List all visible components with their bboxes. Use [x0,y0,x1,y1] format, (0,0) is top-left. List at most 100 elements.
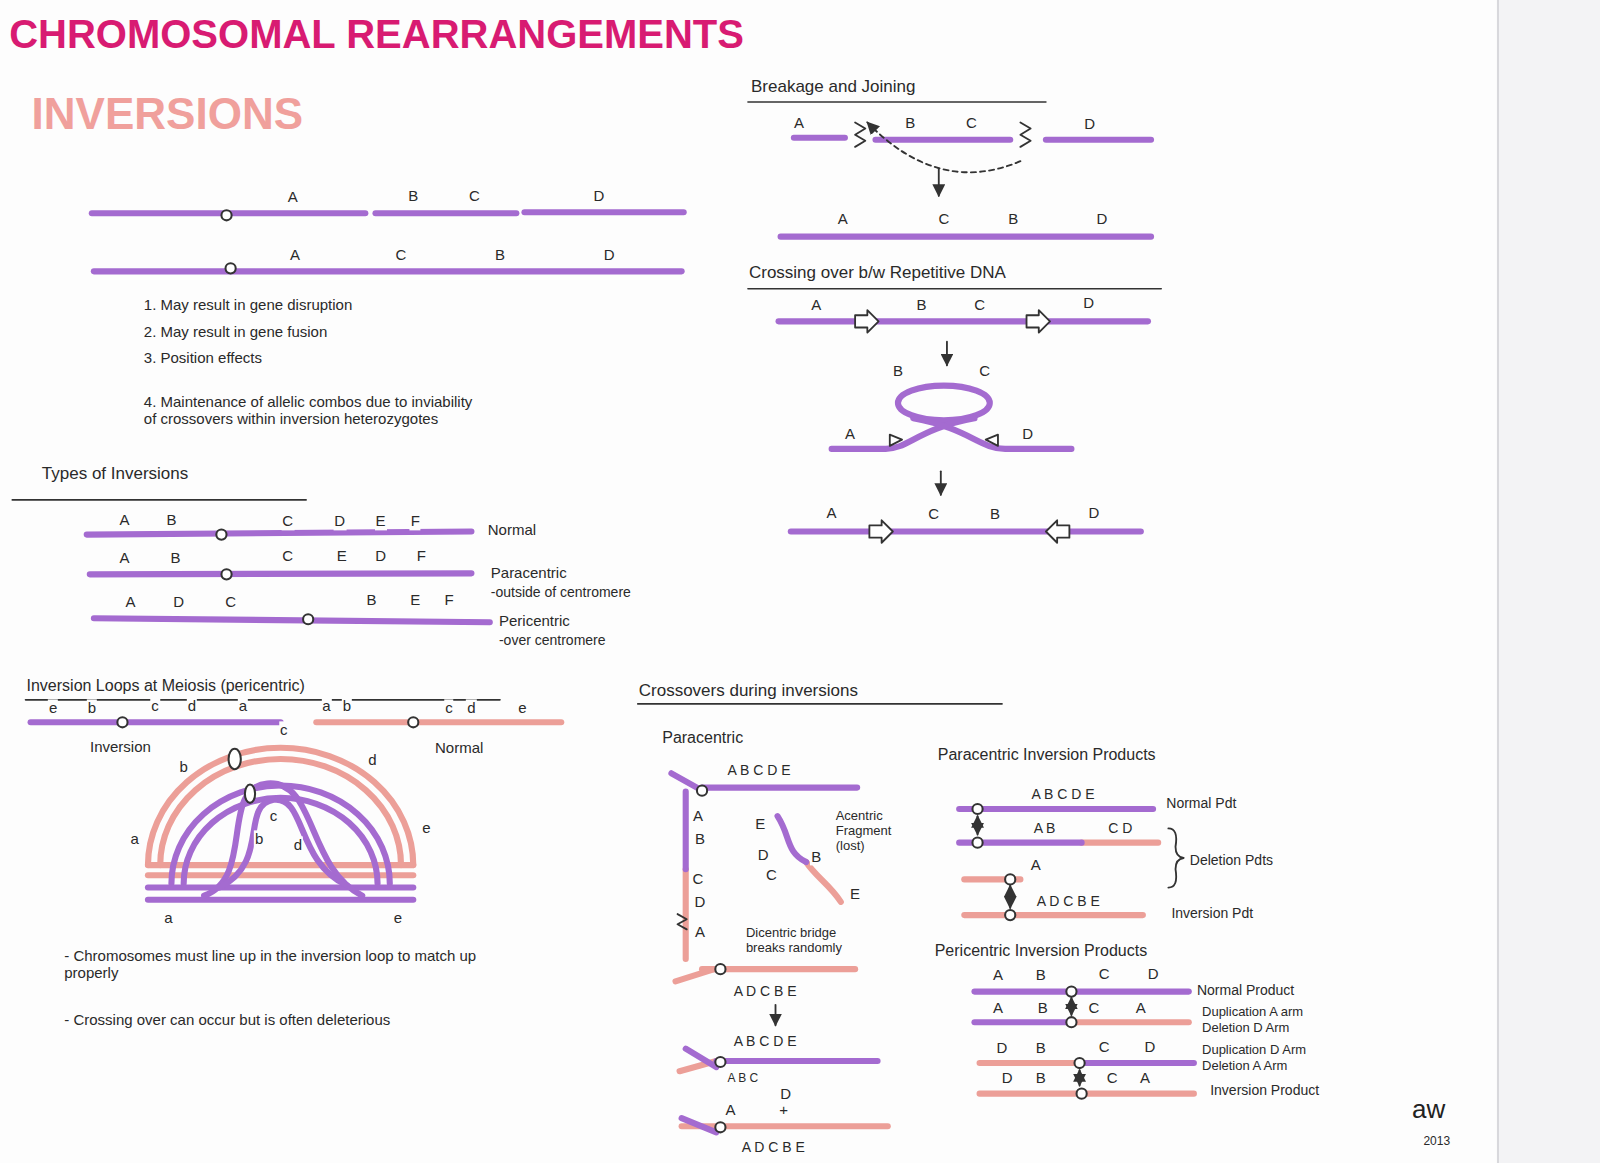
note-label: C [765,867,778,884]
note-label: B [1035,967,1047,984]
drawing-stroke [1005,874,1015,884]
note-label: B [1007,211,1019,228]
drawing-stroke [778,816,807,862]
note-label: A B C [727,1072,760,1086]
drawing-stroke [1027,310,1050,332]
drawing-stroke [938,168,940,196]
drawing-stroke [221,569,231,579]
note-label: C [224,593,237,610]
drawing-stroke [779,318,1148,324]
note-label: A [289,246,301,263]
drawing-stroke [1071,998,1073,1015]
note-label: A D C B E [1036,893,1101,909]
drawing-stroke [316,719,561,725]
note-label: Paracentric Inversion Products [937,746,1157,764]
note-label: + [778,1101,789,1118]
note-label: Duplication D Arm [1201,1042,1307,1057]
drawing-stroke [702,785,857,791]
drawing-stroke [1009,886,1011,908]
note-label: Acentric Fragment (lost) [835,809,908,854]
note-label: b [342,697,352,714]
drawing-stroke [697,786,707,796]
note-label: Pericentric Inversion Products [934,942,1149,960]
note-label: B [989,506,1001,523]
drawing-stroke [1046,520,1069,542]
drawing-stroke [716,1058,877,1064]
note-label: C [937,211,950,228]
note-label: Pericentric [498,613,571,630]
note-label: C [965,115,978,132]
note-label: -outside of centromere [490,584,632,600]
drawing-stroke [117,717,127,727]
note-label: Deletion D Arm [1201,1021,1290,1036]
note-label: D [333,513,346,530]
note-label: B [892,363,904,380]
note-label: Breakage and Joining [750,77,916,97]
drawing-stroke [940,471,942,494]
note-label: a [130,830,140,847]
drawing-stroke [748,101,1046,103]
note-label: A [810,296,822,313]
note-label: A D C B E [741,1139,806,1155]
drawing-stroke [867,122,1020,172]
page-margin [1498,0,1600,1163]
note-label: a [163,910,173,927]
drawing-stroke [986,435,998,446]
drawing-stroke [12,499,306,501]
note-label: INVERSIONS [31,89,304,140]
drawing-stroke [221,210,231,220]
note-label: b [179,759,189,776]
note-label: B [1035,1039,1047,1056]
note-label: e [421,820,431,837]
drawing-stroke [160,759,401,865]
note-label: - Crossing over can occur but is often d… [63,1012,514,1029]
note-label: e [517,699,527,716]
drawing-stroke [184,798,378,884]
note-label: Dicentric bridge breaks randomly [745,926,880,956]
note-label: A [1135,999,1147,1016]
note-label: D [374,547,387,564]
drawing-stroke [964,912,1143,918]
note-label: B [169,549,181,566]
drawing-stroke [806,862,841,902]
note-label: D [1147,966,1160,983]
drawing-stroke [682,1118,717,1132]
drawing-stroke [946,342,948,365]
drawing-stroke [229,749,241,769]
drawing-stroke [890,435,902,446]
note-label: Normal Pdt [1165,795,1237,811]
note-label: Inversion Loops at Meiosis (pericentric) [26,676,306,694]
note-label: Types of Inversions [41,465,189,485]
note-label: 1. May result in gene disruption [143,296,353,313]
note-label: D [593,187,606,204]
note-label: C [281,513,294,530]
drawing-stroke [898,386,990,421]
note-label: B [1035,1070,1047,1087]
note-label: D [603,246,616,263]
drawing-stroke [1066,987,1076,997]
note-label: A B C D E [727,762,792,778]
note-label: Normal [487,522,537,539]
drawing-stroke [1074,1058,1084,1068]
drawing-stroke [980,1060,1080,1066]
note-label: a [238,697,248,714]
note-label: A [287,188,299,205]
note-label: C [692,871,705,888]
note-label: B [1037,999,1049,1016]
note-label: A [1030,856,1042,873]
drawing-stroke [216,529,226,539]
drawing-stroke [683,869,689,959]
note-label: D [694,893,707,910]
drawing-stroke [31,719,281,725]
note-label: C [1098,966,1111,983]
note-label: D [172,593,185,610]
note-label: C D [1107,820,1133,836]
note-label: B [494,246,506,263]
note-label: F [410,513,421,530]
note-label: Normal Product [1196,982,1295,998]
note-label: Crossovers during inversions [638,681,859,701]
drawing-stroke [1071,1019,1188,1025]
note-label: A [725,1101,737,1118]
note-label: Paracentric [490,565,568,582]
